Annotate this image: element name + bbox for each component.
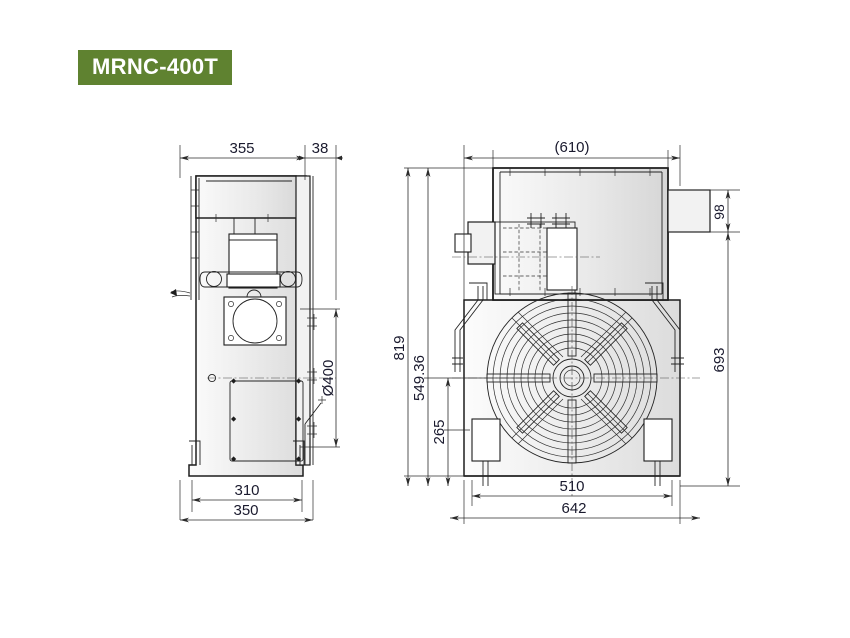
dim-98-label: 98: [711, 204, 727, 220]
side-view-head-box: [195, 175, 307, 219]
dim-642-label: 642: [561, 500, 586, 517]
front-view-motor-top-b: [552, 213, 570, 228]
side-view-flange-bolt-br: [276, 335, 282, 341]
front-view-motor-top-a: [527, 213, 545, 228]
dim-350-label: 350: [233, 502, 258, 519]
side-view-top-inner-lines: [199, 180, 296, 219]
front-view-housing-inner-frame: [499, 171, 663, 295]
model-title-badge: MRNC-400T: [78, 50, 233, 85]
side-view-chamfer-cross: [318, 396, 326, 404]
side-view-ear-hole-left: [206, 271, 222, 287]
side-view-flange-bolt-tl: [228, 301, 234, 307]
dim-510-label: 510: [559, 478, 584, 495]
front-view-right-step-block: [667, 189, 711, 233]
dim-819-label: 819: [391, 335, 408, 360]
side-view-flange-plate: [223, 296, 287, 346]
front-view-dimensions: (610) 819 549.36 265 98: [391, 139, 740, 524]
front-view-foot-left: [471, 418, 501, 462]
front-view-foot-right: [643, 418, 673, 462]
side-view-base-foot-left: [189, 440, 201, 465]
side-view-lower-cover: [229, 380, 304, 462]
dim-355-label: 355: [229, 140, 254, 157]
dim-265-label: 265: [431, 419, 448, 444]
dim-38-arrow-right: [336, 155, 342, 161]
side-view-ear-center-rect: [226, 273, 281, 288]
front-view-left-block: [467, 221, 496, 265]
side-view-top-tick-marks: [215, 214, 269, 222]
side-view-ear-plate: [199, 271, 303, 288]
front-view-foot-right-bolt: [654, 461, 661, 486]
front-view-upper-housing: [492, 167, 669, 301]
side-view-dimensions: 355 38 Ø400 310 350: [179, 140, 343, 523]
side-view-left-rail-ticks: [191, 189, 199, 259]
side-view-flange-bolt-bl: [228, 335, 234, 341]
front-view-group: (610) 819 549.36 265 98: [391, 139, 740, 524]
dim-610-label: (610): [554, 139, 589, 156]
side-view-cable-arrow: [170, 289, 177, 296]
dim-693-label: 693: [711, 347, 728, 372]
dim-38-arrow-left: [299, 155, 305, 161]
front-view-support-arm-right: [645, 282, 684, 372]
dim-38-label: 38: [312, 140, 329, 157]
dim-549-label: 549.36: [411, 355, 428, 401]
side-view-flange-bore: [232, 298, 278, 344]
side-view-left-strip: [190, 176, 200, 300]
side-view-base-foot-right: [293, 440, 305, 465]
dim-310-label: 310: [234, 482, 259, 499]
side-view-clamp-details: [307, 314, 317, 438]
front-view-left-block-stub: [454, 233, 472, 253]
table-slot-diagonals: [511, 311, 633, 445]
side-view-flange-bolt-tr: [276, 301, 282, 307]
side-view-chamfer: [304, 402, 322, 465]
front-view-motor-block: [546, 227, 578, 291]
front-view-support-arm-left: [452, 282, 488, 372]
dim-400-label: Ø400: [320, 360, 337, 397]
side-view-group: 355 38 Ø400 310 350: [170, 140, 343, 523]
front-view-foot-left-bolt: [482, 461, 489, 486]
